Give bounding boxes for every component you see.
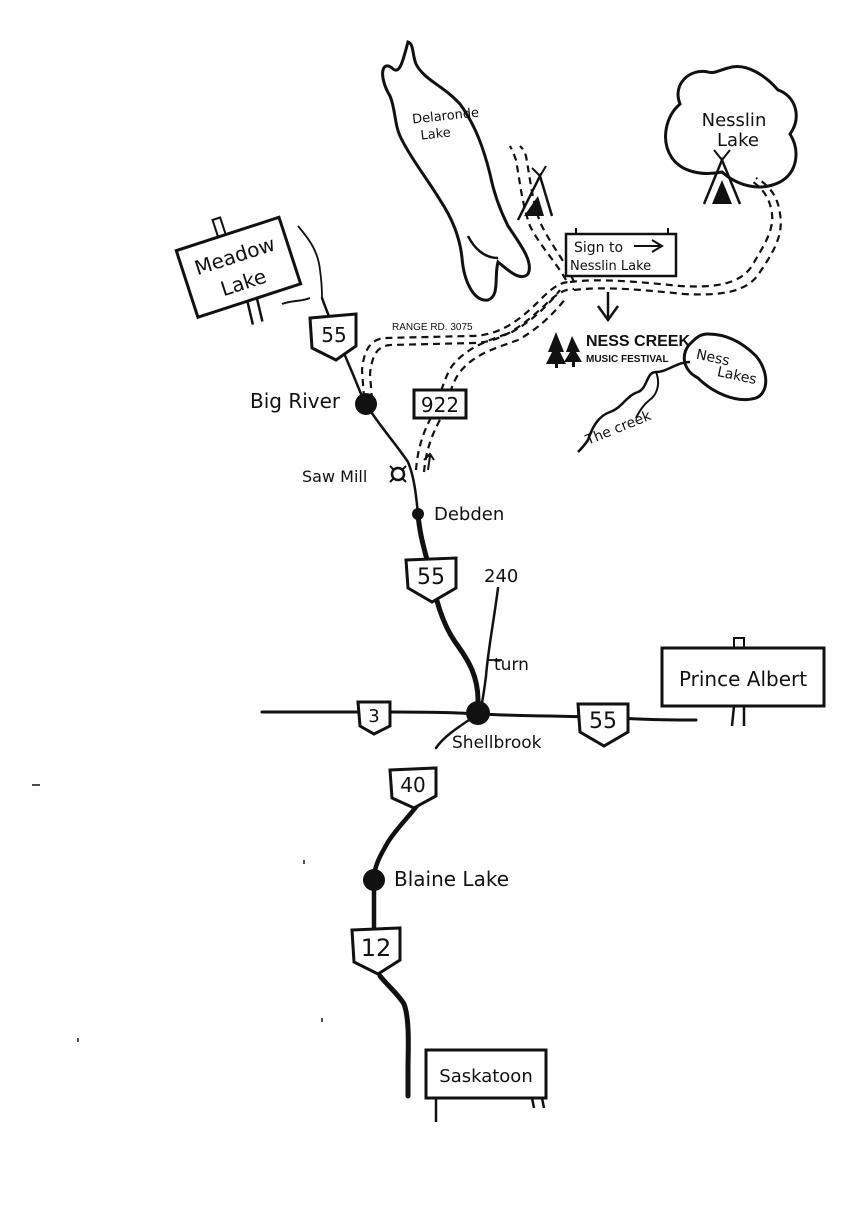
hwy-55-north-shield: 55: [308, 312, 358, 362]
nesslin-sign-line2: Nesslin Lake: [570, 259, 651, 274]
ness-lakes-line2: Lakes: [716, 364, 758, 388]
debden-dot: [412, 508, 424, 520]
blaine-lake-dot: [363, 869, 385, 891]
arrow-down-icon: [596, 292, 620, 323]
range-road-label: RANGE RD. 3075: [392, 322, 473, 333]
hwy-40-label: 40: [400, 773, 425, 797]
tipi-icon: [516, 165, 554, 221]
nesslin-sign-line1: Sign to: [574, 240, 623, 256]
hwy-55-east-label: 55: [589, 709, 617, 734]
the-creek-branch: [635, 371, 660, 419]
shellbrook-dot: [466, 701, 490, 725]
hwy-922-shield: 922: [412, 388, 468, 420]
hwy-55-mid-shield: 55: [404, 556, 458, 604]
saw-blade-icon: [389, 465, 407, 483]
blaine-lake-label: Blaine Lake: [394, 867, 509, 891]
hwy-55-north-label: 55: [321, 323, 346, 347]
delaronde-lake-bay: [466, 235, 499, 260]
prince-albert-sign: Prince Albert: [660, 637, 826, 727]
prince-albert-label: Prince Albert: [679, 667, 807, 691]
shellbrook-label: Shellbrook: [452, 733, 542, 753]
tree-icon: [546, 332, 582, 368]
saskatoon-sign: Saskatoon: [424, 1048, 548, 1122]
nesslin-lake-line1: Nesslin: [702, 110, 767, 131]
hwy-40-shield: 40: [388, 766, 438, 810]
hwy-12-shield: 12: [350, 926, 402, 976]
hwy-55-mid-label: 55: [417, 565, 445, 590]
hwy-3-label: 3: [368, 706, 379, 727]
debden-label: Debden: [434, 504, 504, 525]
meadow-lake-trail: [281, 297, 311, 305]
ness-lakes: [682, 332, 768, 402]
ness-lakes-line1: Ness: [695, 347, 731, 370]
saw-mill-label: Saw Mill: [302, 467, 367, 486]
delaronde-lake-line1: Delaronde: [411, 106, 479, 128]
big-river-label: Big River: [250, 389, 341, 413]
turn-label: turn: [494, 655, 529, 675]
hwy-240-label: 240: [484, 566, 518, 587]
tipi-icon: [702, 149, 742, 205]
hwy-12-label: 12: [361, 934, 392, 962]
nesslin-lake-line2: Lake: [717, 130, 759, 151]
big-river-dot: [355, 393, 377, 415]
meadow-lake-sign: Meadow Lake: [174, 215, 303, 325]
hwy-3-shield: 3: [356, 700, 392, 736]
delaronde-lake-line2: Lake: [420, 125, 452, 143]
delaronde-lake: [381, 40, 531, 302]
nesslin-sign-board: Sign to Nesslin Lake: [564, 228, 678, 278]
hwy-55-east-shield: 55: [576, 702, 630, 748]
nesslin-lake: [664, 65, 798, 189]
ness-creek-festival-logo: NESS CREEK MUSIC FESTIVAL: [546, 332, 690, 368]
the-creek: [577, 360, 691, 453]
saskatoon-label: Saskatoon: [439, 1066, 532, 1087]
arrow-right-icon: [634, 239, 664, 253]
hwy-922-label: 922: [421, 393, 459, 417]
meadow-lake-trail-2: [297, 225, 323, 299]
turn-arrow-922: [423, 452, 435, 471]
festival-line2: MUSIC FESTIVAL: [586, 354, 669, 365]
festival-line1: NESS CREEK: [586, 333, 690, 350]
